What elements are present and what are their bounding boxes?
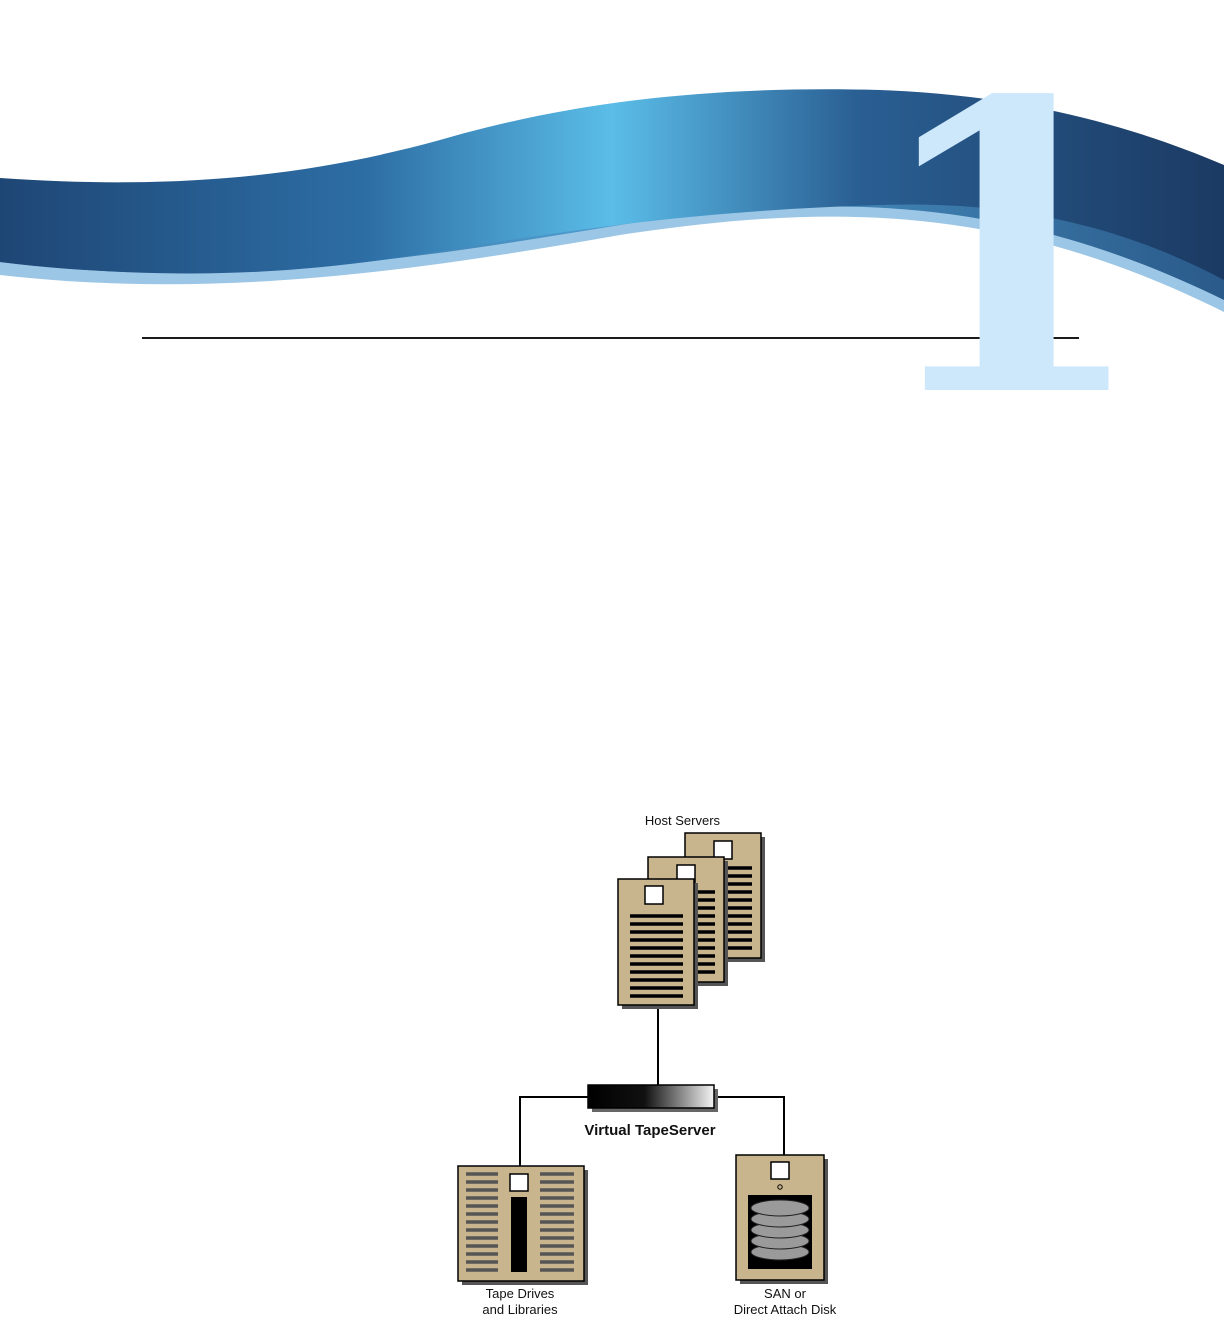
wave-main-band (0, 89, 1224, 280)
header-rule (142, 337, 1079, 339)
tape-label-line2: and Libraries (482, 1302, 558, 1317)
tape-label-line1: Tape Drives (485, 1286, 555, 1301)
diagram-graphic (457, 832, 828, 1285)
wave-mid-band (0, 176, 1224, 300)
virtual-tapeserver-label: Virtual TapeServer (584, 1122, 716, 1139)
connector-lines (519, 1005, 785, 1168)
server-icon (617, 878, 698, 1009)
disk-label: SAN or Direct Attach Disk (710, 1286, 860, 1318)
chapter-number: 1 (870, 15, 1149, 485)
tape-drives-label: Tape Drives and Libraries (455, 1286, 585, 1318)
disk-label-line1: SAN or (764, 1286, 806, 1301)
disk-label-line2: Direct Attach Disk (733, 1302, 837, 1317)
tapeserver-appliance-icon (587, 1084, 718, 1112)
tape-library-icon (457, 1165, 588, 1285)
host-servers-label: Host Servers (644, 813, 721, 828)
disk-array-icon (735, 1154, 828, 1284)
chapter-banner-wave (0, 89, 1224, 312)
architecture-diagram: Host Servers Virtual TapeServer Tape Dri… (440, 800, 860, 1320)
